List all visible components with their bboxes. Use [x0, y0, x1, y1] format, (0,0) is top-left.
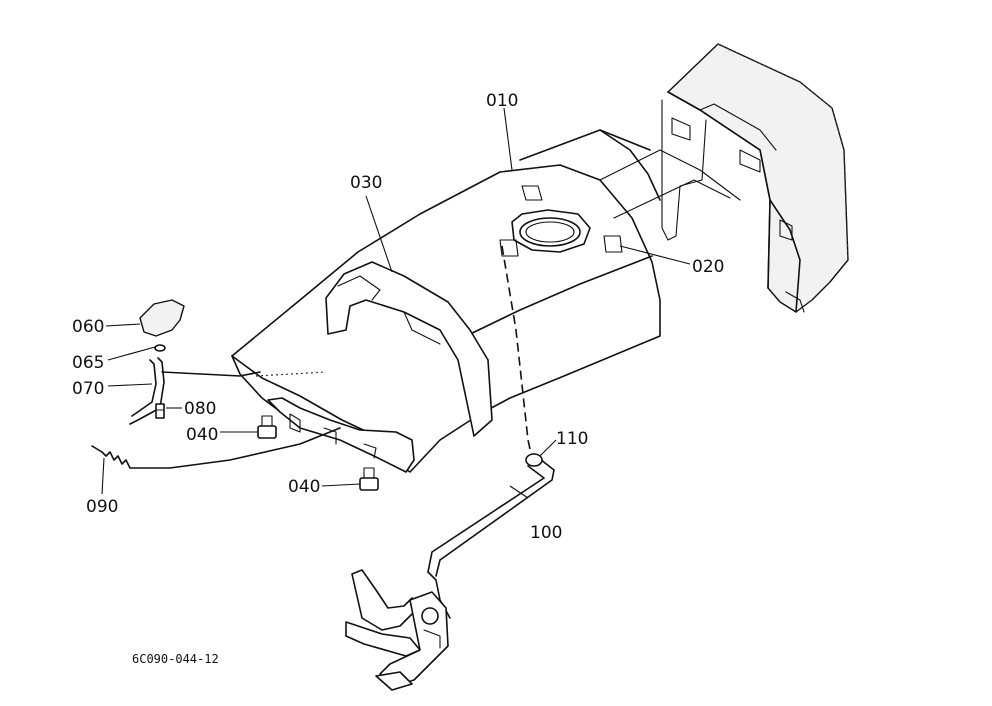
figure-code: 6C090-044-12	[132, 652, 219, 666]
pedal-assembly	[345, 569, 449, 691]
callout-010: 010	[486, 91, 518, 111]
callout-020: 020	[692, 257, 724, 277]
link-rod	[427, 245, 555, 619]
dash-panel	[325, 261, 493, 437]
callout-040-lower: 040	[288, 477, 320, 497]
callout-090: 090	[86, 497, 118, 517]
lower-housing	[267, 397, 415, 473]
callout-040-upper: 040	[186, 425, 218, 445]
bolt	[155, 403, 165, 419]
callout-030: 030	[350, 173, 382, 193]
callout-080: 080	[184, 399, 216, 419]
callout-110: 110	[556, 429, 588, 449]
callout-065: 065	[72, 353, 104, 373]
clip	[525, 453, 543, 467]
leader-lines	[101, 107, 691, 499]
lever-knob	[139, 299, 185, 337]
rubber-mount-a	[257, 415, 277, 439]
callout-060: 060	[72, 317, 104, 337]
callout-070: 070	[72, 379, 104, 399]
washer	[154, 344, 166, 352]
rear-fender	[661, 43, 849, 313]
lever-rod	[129, 357, 165, 425]
callout-labels: 010 020 030 040 040 060 065 070 080 090 …	[72, 91, 724, 666]
rubber-mount-b	[359, 467, 379, 491]
spring-cable	[91, 371, 341, 469]
callout-100: 100	[530, 523, 562, 543]
